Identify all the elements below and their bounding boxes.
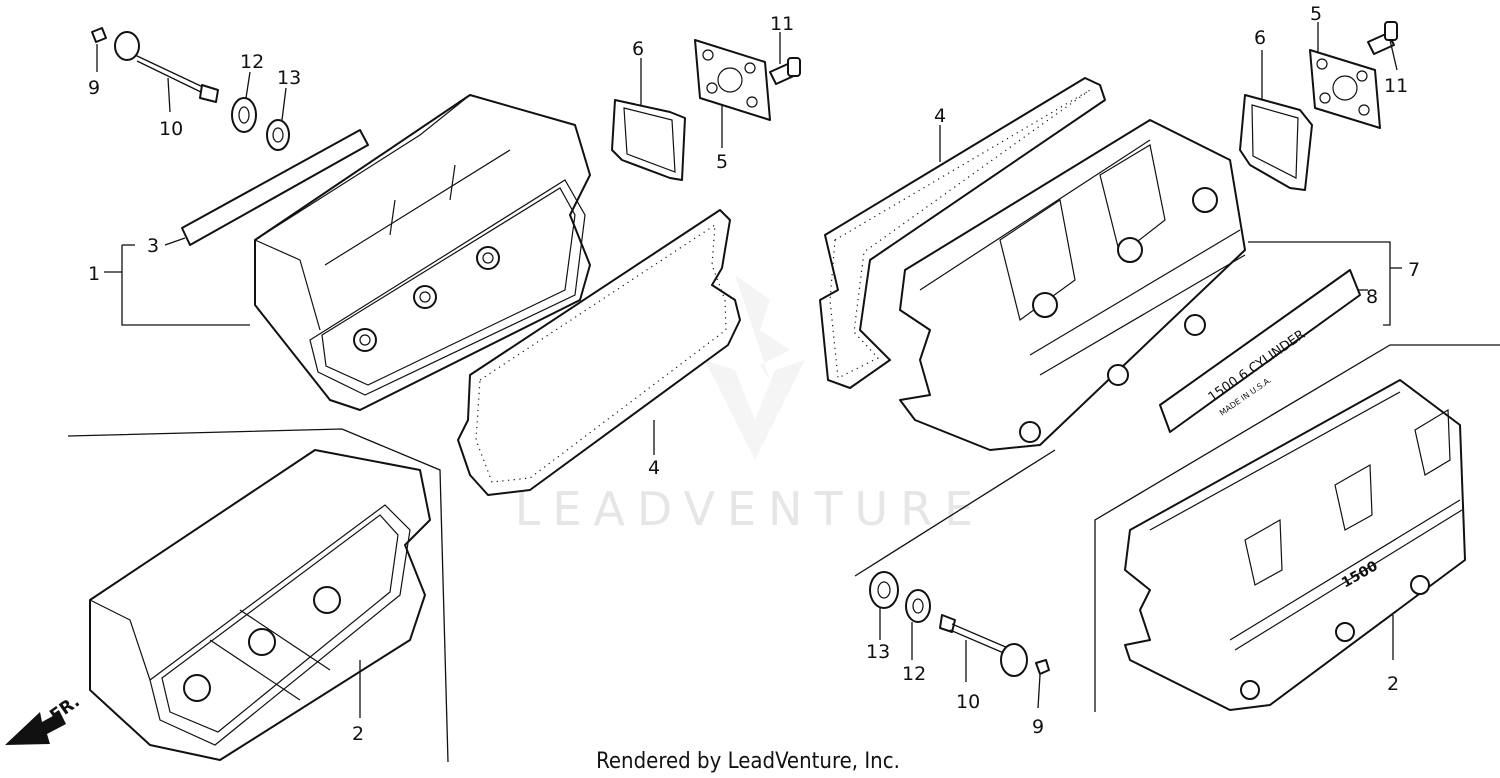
callout-labels: 1 3 9 10 12 13 6 5 11 4 2 4 6 5 11 7 8 2… [88,3,1420,745]
callout-5: 5 [716,151,728,173]
callout-3: 3 [147,235,159,257]
screw-part-11-left [769,57,801,85]
callout-4: 4 [934,105,946,127]
left-valve-cover-assembly [254,94,591,411]
breather-gasket-part-6-right [1239,94,1313,191]
bolt-washer-set-left [91,27,290,151]
breather-gasket-part-6-left [611,99,686,181]
screw-part-11-right [1367,21,1398,55]
right-lower-valve-cover: 1500 [1124,379,1466,711]
callout-13: 13 [866,641,890,663]
callout-9: 9 [1032,716,1044,738]
callout-5: 5 [1310,3,1322,25]
watermark-text: LEADVENTURE [515,482,986,536]
callout-9: 9 [88,77,100,99]
callout-10: 10 [956,691,980,713]
callout-8: 8 [1366,286,1378,308]
valve-cover-gasket-part-4-middle [457,209,741,496]
callout-6: 6 [1254,27,1266,49]
cover-mount-boss [353,246,500,352]
callout-11: 11 [1384,75,1408,97]
callout-11: 11 [770,13,794,35]
callout-1: 1 [88,263,100,285]
section-divider-lines [67,344,1500,763]
callout-4: 4 [648,457,660,479]
callout-7: 7 [1408,259,1420,281]
callout-2: 2 [1387,673,1399,695]
callout-2: 2 [352,723,364,745]
render-credit: Rendered by LeadVenture, Inc. [596,749,900,774]
left-lower-valve-cover [89,449,431,761]
right-valve-cover-assembly [899,119,1246,451]
insulator-strip-part-3 [181,129,369,246]
cover-mount-boss [1240,575,1430,700]
right-gasket-part-4 [819,77,1106,389]
leader-lines [96,22,1402,718]
cover-mount-boss [1019,187,1218,443]
callout-10: 10 [159,118,183,140]
breather-plate-part-5-left [694,39,771,121]
front-direction-arrow: FR. [5,692,84,745]
callout-12: 12 [240,51,264,73]
callout-12: 12 [902,663,926,685]
watermark-logo [705,275,805,460]
breather-plate-part-5-right [1309,49,1381,129]
callout-6: 6 [632,38,644,60]
bolt-washer-set-right [869,571,1050,677]
cover-mount-boss [183,586,341,702]
callout-13: 13 [277,67,301,89]
